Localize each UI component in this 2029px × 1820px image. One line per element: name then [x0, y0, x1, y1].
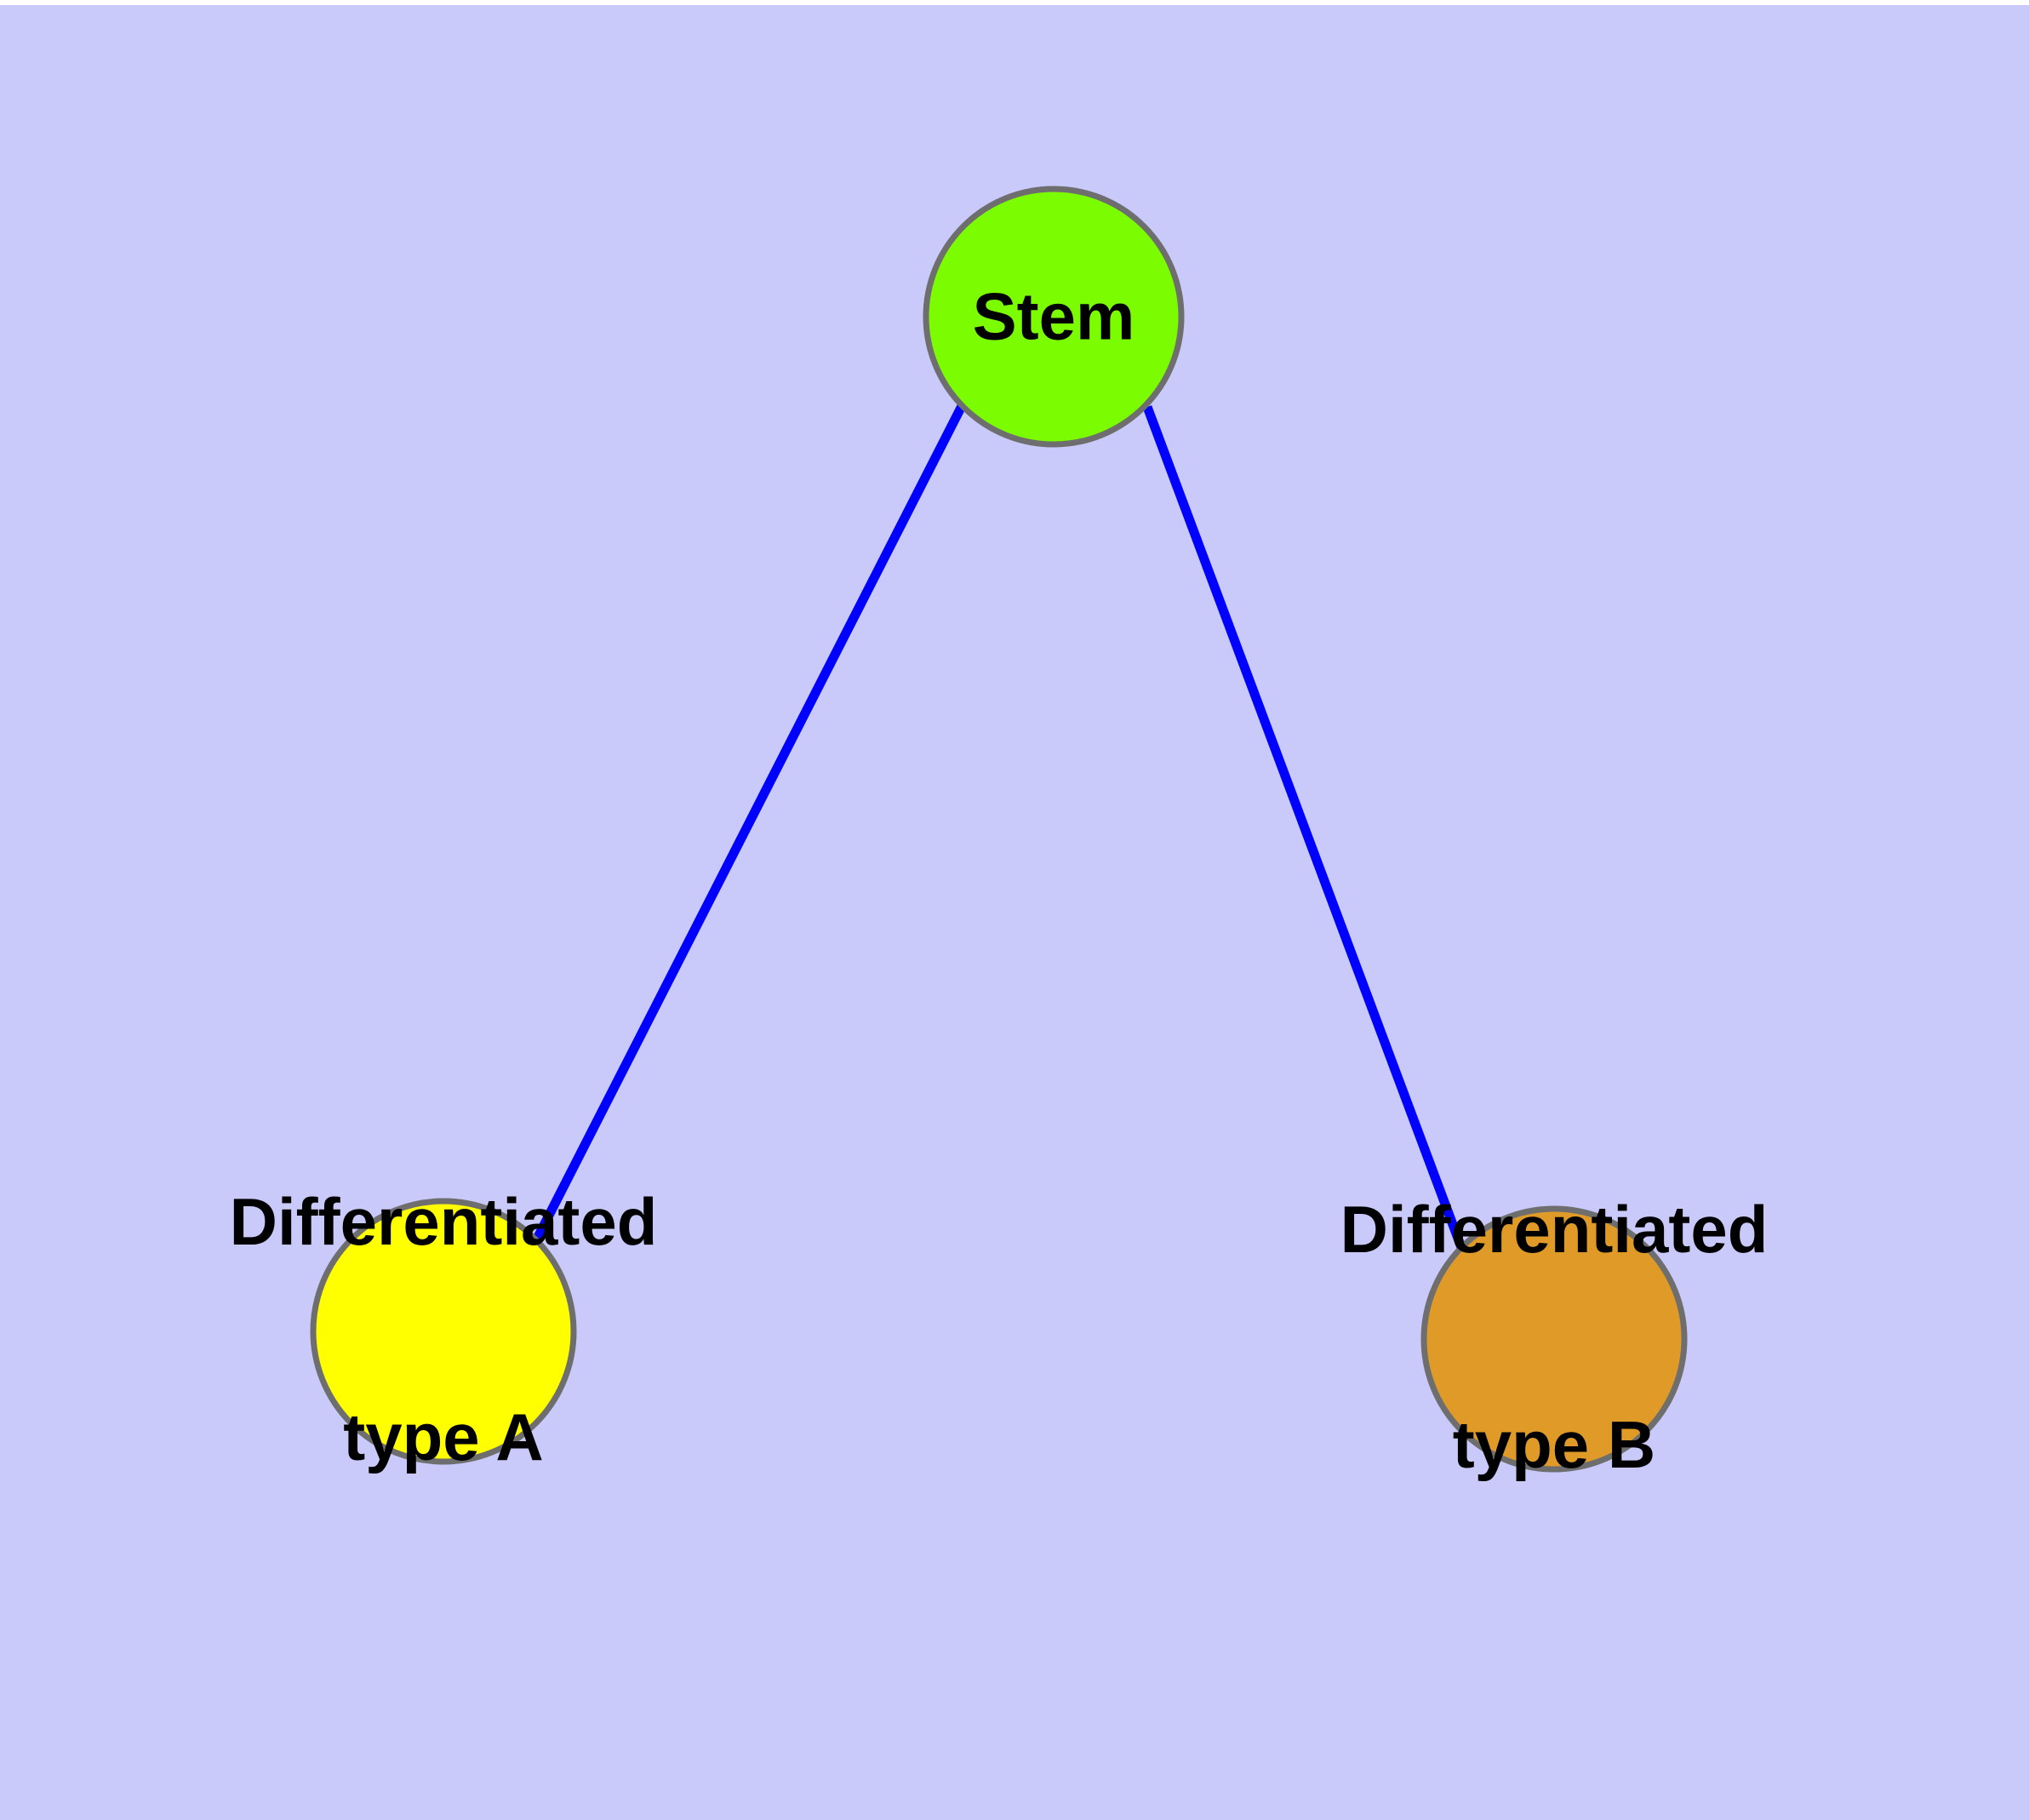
edge-stem-to-differentiated-type-a	[531, 403, 966, 1245]
node-differentiated-type-a[interactable]	[310, 1198, 577, 1465]
node-differentiated-type-b[interactable]	[1420, 1205, 1688, 1473]
edge-stem-to-differentiated-type-b	[1142, 405, 1467, 1251]
edge-group	[531, 403, 1467, 1251]
node-stem[interactable]	[923, 186, 1185, 448]
node-group	[310, 186, 1688, 1473]
